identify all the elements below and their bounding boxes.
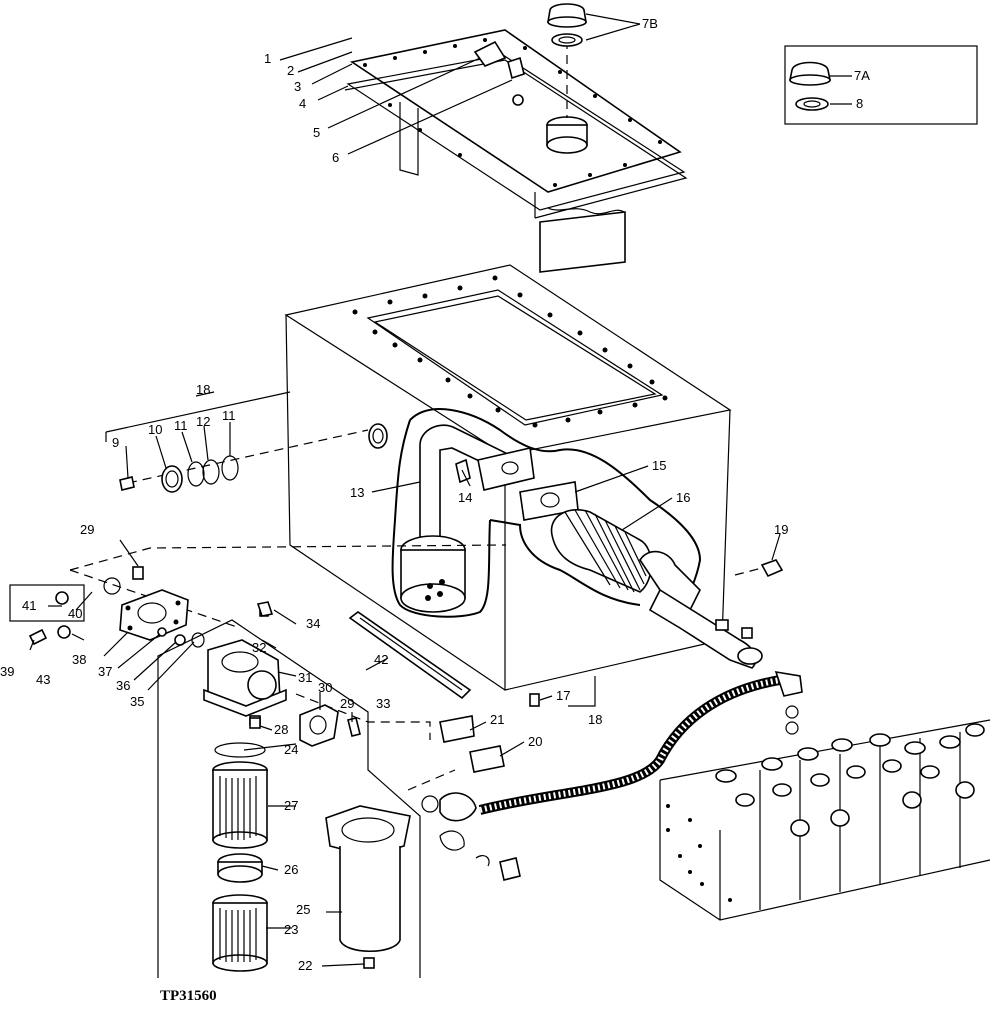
callout-16: 16 [676, 490, 690, 505]
callout-18a: 18 [196, 382, 210, 397]
callout-4: 4 [299, 96, 306, 111]
tank-strip [348, 611, 472, 700]
callout-2: 2 [287, 63, 294, 78]
callout-21: 21 [490, 712, 504, 727]
callout-6: 6 [332, 150, 339, 165]
callout-26: 26 [284, 862, 298, 877]
callout-11a: 11 [174, 418, 188, 433]
callout-33: 33 [376, 696, 390, 711]
callout-12: 12 [196, 414, 210, 429]
callout-20: 20 [528, 734, 542, 749]
filter-head-assembly [9, 544, 507, 648]
tank-cover [344, 29, 688, 273]
callout-32: 32 [252, 640, 266, 655]
callout-18b: 18 [588, 712, 602, 727]
callout-42: 42 [374, 652, 388, 667]
callout-28: 28 [274, 722, 288, 737]
relief-valve-parts [105, 391, 369, 493]
callout-30: 30 [318, 680, 332, 695]
callout-22: 22 [298, 958, 312, 973]
callout-15: 15 [652, 458, 666, 473]
callout-29b: 29 [340, 696, 354, 711]
callout-7a: 7A [854, 68, 870, 83]
callout-13: 13 [350, 485, 364, 500]
callout-8: 8 [856, 96, 863, 111]
callout-10: 10 [148, 422, 162, 437]
callout-25: 25 [296, 902, 310, 917]
callout-9: 9 [112, 435, 119, 450]
callout-34: 34 [306, 616, 320, 631]
fitting-34 [256, 601, 274, 617]
callout-5: 5 [313, 125, 320, 140]
drawing-id: TP31560 [160, 988, 217, 1004]
control-valve [659, 719, 991, 921]
callout-43: 43 [36, 672, 50, 687]
callout-39: 39 [0, 664, 14, 679]
callout-29a: 29 [80, 522, 94, 537]
callout-41: 41 [22, 598, 36, 613]
fitting-28 [249, 717, 261, 729]
callout-23: 23 [284, 922, 298, 937]
callout-19: 19 [774, 522, 788, 537]
callout-35: 35 [130, 694, 144, 709]
callout-1: 1 [264, 51, 271, 66]
callout-11b: 11 [222, 408, 236, 423]
callout-17: 17 [556, 688, 570, 703]
callout-7b: 7B [642, 16, 658, 31]
hydraulic-tank [284, 264, 784, 707]
callout-38: 38 [72, 652, 86, 667]
callout-36: 36 [116, 678, 130, 693]
filler-cap [547, 3, 587, 47]
callout-37: 37 [98, 664, 112, 679]
callout-labels: 1 2 3 4 5 6 7B 7A 8 9 10 11 12 11 13 14 … [0, 16, 870, 1004]
callout-24: 24 [284, 742, 298, 757]
hose-and-fittings [295, 670, 803, 881]
inset-box [784, 45, 978, 125]
callout-31: 31 [298, 670, 312, 685]
callout-14: 14 [458, 490, 472, 505]
leader-lines [29, 13, 852, 967]
callout-40: 40 [68, 606, 82, 621]
callout-3: 3 [294, 79, 301, 94]
filter-group-frame [157, 619, 421, 978]
callout-27: 27 [284, 798, 298, 813]
